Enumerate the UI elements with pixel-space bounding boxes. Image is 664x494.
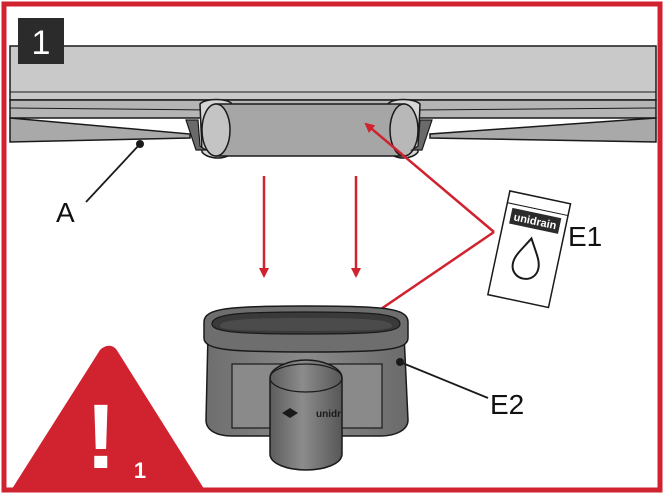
label-a-leader (85, 143, 141, 203)
lubricant-arrow-channel (364, 122, 495, 233)
outlet-mark-icon (282, 408, 298, 418)
label-e1: E1 (568, 221, 602, 252)
label-a: A (56, 197, 75, 228)
warning-triangle: ! 1 (10, 345, 206, 492)
drain-channel (9, 45, 657, 159)
step-number-badge: 1 (18, 18, 64, 64)
droplet-icon (511, 236, 540, 280)
outlet-brand-text: unidr (316, 409, 341, 420)
warning-number: 1 (134, 458, 146, 483)
label-a-group: A (56, 140, 144, 228)
apply-lubricant-arrows (360, 122, 495, 324)
lubricant-sachet: unidrain (486, 190, 572, 309)
drain-outlet: unidr (203, 305, 409, 471)
label-e2: E2 (490, 389, 524, 420)
label-e2-group: E2 (396, 358, 524, 420)
lubricant-arrow-outlet (360, 230, 495, 324)
warning-exclamation: ! (86, 386, 117, 488)
warning-triangle-icon (10, 345, 206, 492)
insert-arrows (259, 176, 361, 278)
label-e2-leader (399, 361, 489, 399)
step-number-text: 1 (32, 24, 51, 62)
